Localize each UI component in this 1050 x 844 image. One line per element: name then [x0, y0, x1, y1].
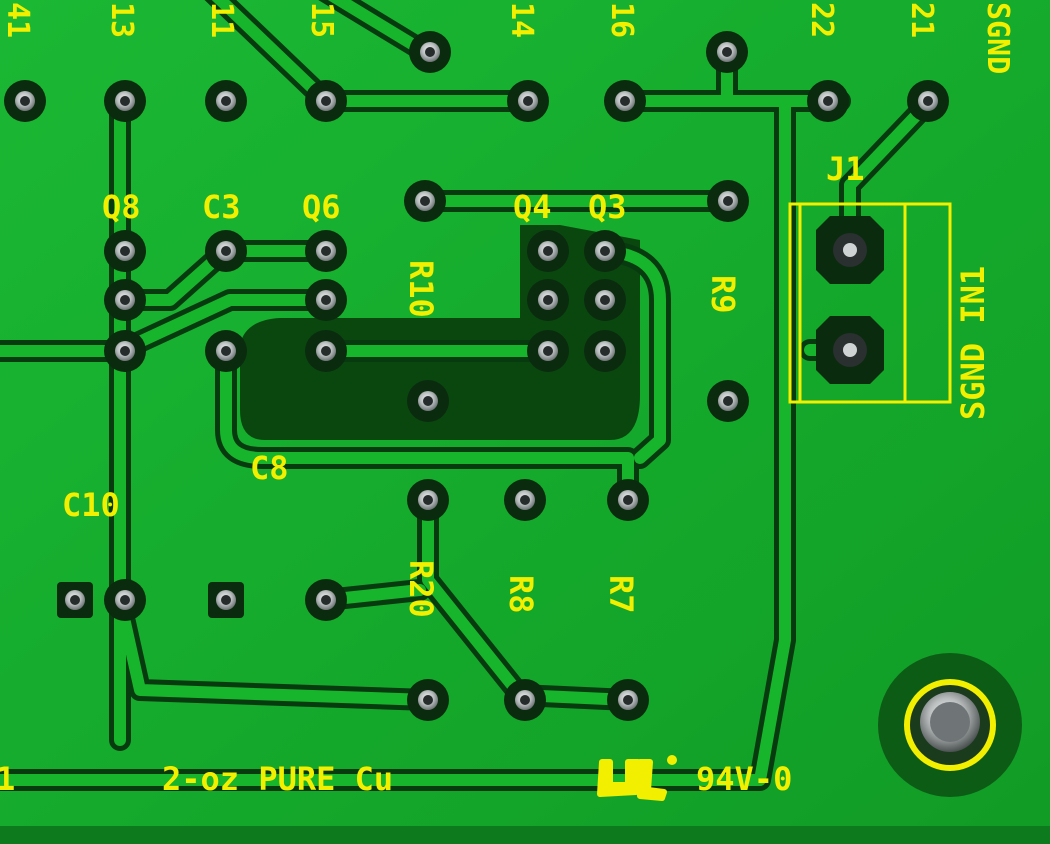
- round-pad: [205, 230, 247, 272]
- round-pad: [584, 330, 626, 372]
- label-14: 14: [504, 2, 539, 38]
- round-pad: [584, 279, 626, 321]
- label-q3: Q3: [588, 188, 627, 226]
- silkscreen-top-row: 41 13 11 15 14 16 22 21 SGND: [0, 2, 1015, 74]
- label-11: 11: [204, 2, 239, 38]
- label-r20: R20: [402, 560, 440, 618]
- copper-pour-zone: [240, 225, 640, 440]
- board-edge: [0, 826, 1050, 844]
- round-pad: [607, 679, 649, 721]
- ul-recognition-logo: [597, 755, 677, 801]
- round-pad: [407, 380, 449, 422]
- mounting-hole: [878, 653, 1022, 797]
- j1-connector-outline: [788, 202, 952, 404]
- round-pad: [706, 31, 748, 73]
- j1-connector-pad: [816, 316, 884, 384]
- label-sgnd-in1: SGND IN1: [954, 266, 992, 420]
- round-pad: [407, 679, 449, 721]
- label-q4: Q4: [513, 188, 552, 226]
- round-pad: [584, 230, 626, 272]
- through-hole-pads: [4, 31, 949, 721]
- round-pad: [4, 80, 46, 122]
- label-left-fragment: 1: [0, 760, 15, 798]
- label-flammability: 94V-0: [696, 760, 792, 798]
- round-pad: [305, 279, 347, 321]
- silkscreen-designators: Q8 C3 Q6 Q4 Q3 J1 C8 C10 R10 R9 SGND IN1…: [62, 150, 992, 618]
- label-c3: C3: [202, 188, 241, 226]
- round-pad: [504, 479, 546, 521]
- round-pad: [305, 230, 347, 272]
- round-pad: [104, 230, 146, 272]
- round-pad: [205, 80, 247, 122]
- label-22: 22: [804, 2, 839, 38]
- label-r9: R9: [704, 275, 742, 314]
- round-pad: [404, 180, 446, 222]
- label-copper-spec: 2-oz PURE Cu: [162, 760, 393, 798]
- round-pad: [305, 80, 347, 122]
- label-c8: C8: [250, 449, 289, 487]
- round-pad: [527, 330, 569, 372]
- label-c10: C10: [62, 486, 120, 524]
- square-pad: [57, 582, 93, 618]
- label-q6: Q6: [302, 188, 341, 226]
- label-41: 41: [0, 2, 35, 38]
- round-pad: [407, 479, 449, 521]
- label-r8: R8: [502, 575, 540, 614]
- round-pad: [305, 330, 347, 372]
- silkscreen-bottom: 1 2-oz PURE Cu 94V-0: [0, 760, 792, 798]
- square-pad: [208, 582, 244, 618]
- round-pad: [607, 479, 649, 521]
- label-15: 15: [304, 2, 339, 38]
- round-pad: [527, 279, 569, 321]
- round-pad: [305, 579, 347, 621]
- round-pad: [409, 31, 451, 73]
- round-pad: [104, 80, 146, 122]
- label-13: 13: [104, 2, 139, 38]
- label-r7: R7: [602, 575, 640, 614]
- round-pad: [205, 330, 247, 372]
- round-pad: [707, 180, 749, 222]
- round-pad: [604, 80, 646, 122]
- round-pad: [504, 679, 546, 721]
- round-pad: [104, 330, 146, 372]
- label-21: 21: [904, 2, 939, 38]
- round-pad: [527, 230, 569, 272]
- label-j1: J1: [826, 150, 865, 188]
- j1-connector-pad: [816, 216, 884, 284]
- round-pad: [807, 80, 849, 122]
- round-pad: [507, 80, 549, 122]
- label-r10: R10: [402, 260, 440, 318]
- round-pad: [104, 279, 146, 321]
- round-pad: [104, 579, 146, 621]
- label-sgnd-top: SGND: [980, 2, 1015, 74]
- label-q8: Q8: [102, 188, 141, 226]
- round-pad: [907, 80, 949, 122]
- label-16: 16: [604, 2, 639, 38]
- round-pad: [707, 380, 749, 422]
